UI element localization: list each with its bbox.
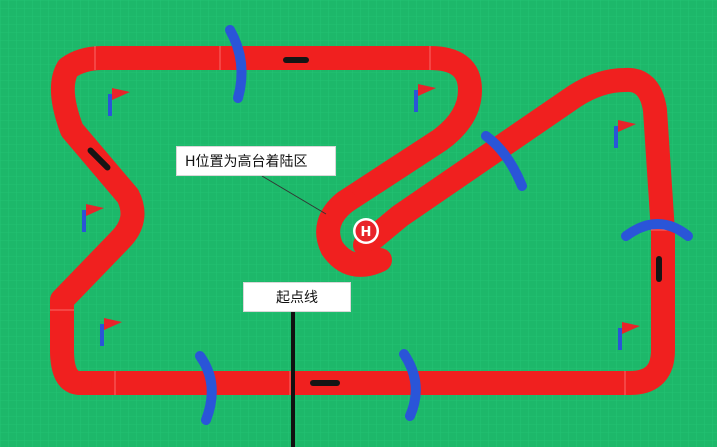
track-main-loop — [68, 67, 675, 395]
landing-pad-marker: H — [353, 218, 379, 244]
track-landing-loop — [316, 190, 392, 277]
start-line — [291, 312, 295, 447]
gate-arch-icon — [195, 351, 217, 425]
direction-arrow-icon — [87, 147, 111, 171]
direction-arrow-icon — [283, 57, 309, 63]
track-left-section — [50, 46, 482, 395]
direction-arrow-icon — [310, 380, 340, 386]
landing-zone-label: H位置为高台着陆区 — [176, 146, 336, 176]
start-line-label: 起点线 — [243, 282, 351, 312]
flag-icon — [100, 318, 122, 346]
flag-icon — [414, 84, 436, 112]
gate-arch-icon — [225, 25, 247, 103]
h-marker-text: H — [361, 225, 372, 240]
gate-arch-icon — [399, 349, 421, 421]
gate-arch-icon — [481, 131, 527, 191]
direction-arrow-icon — [656, 256, 662, 282]
flag-icon — [82, 204, 104, 232]
flag-icon — [614, 120, 636, 148]
flag-icon — [618, 322, 640, 350]
gate-arch-icon — [621, 219, 693, 241]
landing-leader-line — [261, 175, 327, 215]
flag-icon — [108, 88, 130, 116]
